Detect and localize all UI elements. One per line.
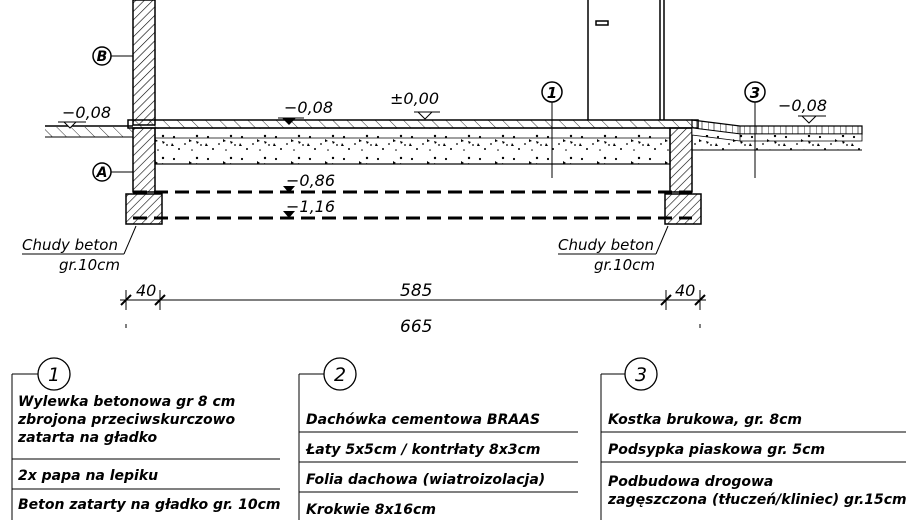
svg-text:Chudy beton: Chudy beton <box>22 236 118 254</box>
left-foundation-wall <box>132 127 156 193</box>
svg-text:±0,00: ±0,00 <box>390 89 439 108</box>
left-wall <box>132 0 156 126</box>
dimension-line <box>120 290 706 328</box>
svg-text:−0,86: −0,86 <box>286 171 335 190</box>
legend-2-layer-1: Dachówka cementowa BRAAS <box>306 412 540 428</box>
level-marker-floor: −0,08 <box>278 98 333 125</box>
callout-1: 1 <box>541 81 563 178</box>
svg-text:A: A <box>96 165 108 181</box>
svg-text:−0,08: −0,08 <box>62 103 111 122</box>
svg-text:1: 1 <box>547 84 557 102</box>
svg-text:−1,16: −1,16 <box>286 197 335 216</box>
legend-1-layer-2: zbrojona przeciwskurczowo <box>17 412 236 428</box>
dimension-span: 585 <box>400 281 432 301</box>
svg-text:−0,08: −0,08 <box>284 98 333 117</box>
legend-block-3: 3 Kostka brukowa, gr. 8cm Podsypka piask… <box>600 357 907 520</box>
lean-concrete-label-right: Chudy beton gr.10cm <box>558 225 669 274</box>
dimension-total: 665 <box>400 317 432 337</box>
level-marker-right: −0,08 <box>778 96 827 124</box>
svg-text:3: 3 <box>635 364 647 386</box>
svg-text:gr.10cm: gr.10cm <box>594 256 655 274</box>
legend-block-1: 1 Wylewka betonowa gr 8 cm zbrojona prze… <box>11 357 280 520</box>
legend-block-2: 2 Dachówka cementowa BRAAS Łaty 5x5cm / … <box>298 357 578 520</box>
level-marker-zero: ±0,00 <box>390 89 440 120</box>
svg-text:gr.10cm: gr.10cm <box>59 256 120 274</box>
right-foundation-wall <box>669 127 693 193</box>
callout-3: 3 <box>744 81 766 178</box>
level-marker-116: −1,16 <box>283 197 335 218</box>
legend-3-layer-2: Podsypka piaskowa gr. 5cm <box>608 442 825 458</box>
svg-text:2: 2 <box>334 364 346 386</box>
svg-text:1: 1 <box>48 364 60 386</box>
level-marker-left: −0,08 <box>58 103 111 129</box>
svg-text:Chudy beton: Chudy beton <box>558 236 654 254</box>
legend-2-layer-4: Krokwie 8x16cm <box>306 502 436 518</box>
svg-text:3: 3 <box>750 84 760 102</box>
legend-2-layer-3: Folia dachowa (wiatroizolacja) <box>306 472 545 488</box>
axis-label-b: B <box>92 46 133 66</box>
legend-3-layer-3: Podbudowa drogowa <box>608 474 773 490</box>
left-ground <box>45 125 133 138</box>
legend-2-layer-2: Łaty 5x5cm / kontrłaty 8x3cm <box>305 442 540 458</box>
legend-1-layer-3: zatarta na gładko <box>17 430 157 446</box>
legend-1-layer-4: 2x papa na lepiku <box>18 468 158 484</box>
floor-slab <box>127 119 699 165</box>
dimension-right-wall: 40 <box>675 281 695 300</box>
svg-text:B: B <box>97 49 108 65</box>
legend-1-layer-5: Beton zatarty na gładko gr. 10cm <box>18 497 280 513</box>
dimension-left-wall: 40 <box>136 281 156 300</box>
axis-label-a: A <box>92 162 133 182</box>
legend-1-layer-1: Wylewka betonowa gr 8 cm <box>18 394 235 410</box>
legend-3-layer-4: zagęszczona (tłuczeń/kliniec) gr.15cm <box>607 492 907 508</box>
lean-concrete-label-left: Chudy beton gr.10cm <box>22 225 137 274</box>
legend-3-layer-1: Kostka brukowa, gr. 8cm <box>608 412 802 428</box>
right-paving <box>691 119 863 151</box>
level-marker-086: −0,86 <box>283 171 335 193</box>
svg-text:−0,08: −0,08 <box>778 96 827 115</box>
door-frame <box>587 0 665 120</box>
